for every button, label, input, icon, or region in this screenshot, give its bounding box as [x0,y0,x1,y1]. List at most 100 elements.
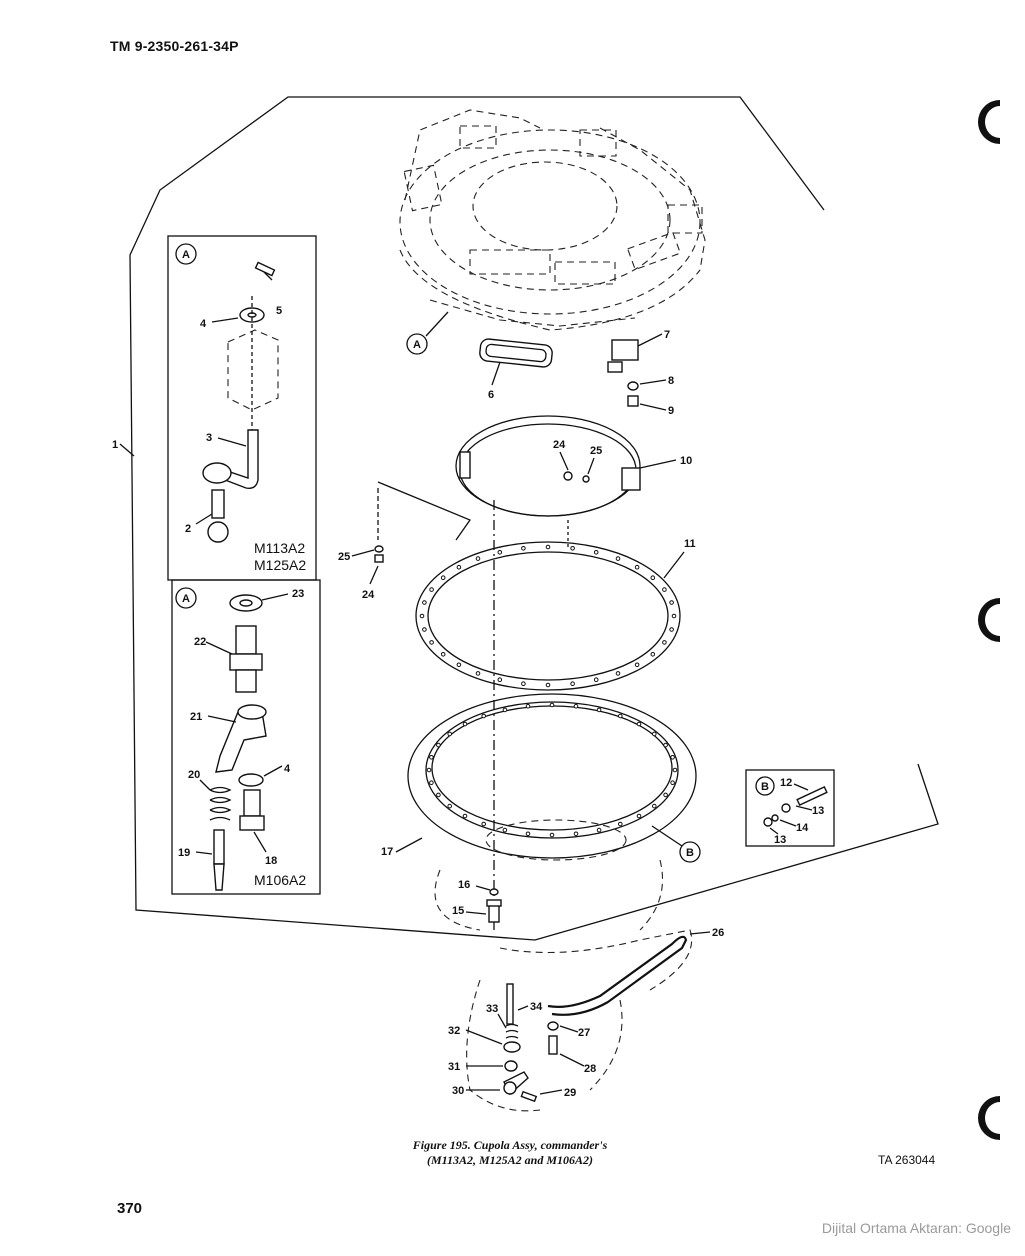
main-callout-b-letter: B [686,847,694,859]
bolt-hole [615,556,621,561]
label-32: 32 [448,1025,460,1037]
bolt-hole [662,587,667,592]
bolt-hole [615,671,621,676]
bolt-hole [429,780,434,786]
label-34: 34 [530,1001,543,1013]
bolt-hole [422,600,427,605]
detail-b-callout-circle [755,776,775,796]
inset-a-bottom-model: M106A2 [254,872,306,888]
label-6: 6 [488,389,494,401]
inset-a-bottom-callout-circle [175,587,197,609]
main-callout-a-circle [406,333,428,355]
inset-a-top-model-2: M125A2 [254,557,306,573]
lower-handle-assembly: 26 34 33 32 27 28 31 30 29 [448,927,724,1112]
label-17: 17 [381,846,393,858]
bolt-hole [440,652,446,657]
assembly-outline [129,96,939,941]
bolt-hole [570,546,575,551]
bolt-hole [670,780,675,786]
label-2: 2 [185,523,191,535]
bolt-hole [429,640,434,645]
inset-a-top-callout-letter: A [182,249,190,261]
bolt-hole [429,755,434,760]
bolt-hole [447,803,453,809]
inset-a-bottom-callout-letter: A [182,593,190,605]
detail-b-inset: B 12 13 14 13 [745,769,835,847]
bolt-hole [497,550,503,555]
bolt-hole [525,831,531,837]
label-8: 8 [668,375,674,387]
bolt-hole [618,821,623,827]
label-5: 5 [276,305,282,317]
bolt-hole [440,575,446,581]
label-30: 30 [452,1085,464,1097]
bolt-hole [636,813,642,819]
bolt-hole [634,662,640,668]
bolt-hole [663,792,668,798]
label-1: 1 [112,439,118,451]
bolt-hole [462,813,468,819]
binder-holes [978,100,1000,1140]
label-25-left: 25 [338,551,350,563]
items-7-8-9-latch: 7 8 9 [607,329,674,417]
inset-a-m113a2-m125a2: A 5 4 3 2 M113A2 M125A2 [167,235,317,581]
label-18: 18 [265,855,277,867]
main-callout-a-letter: A [413,339,421,351]
cupola-housing [399,109,706,331]
bolt-hole [650,652,656,657]
item-11-flat-ring: 11 [415,538,696,691]
bolt-hole [456,564,462,570]
inset-a-top-callout-circle [175,243,197,265]
bolt-hole [669,600,674,605]
caption-line-1: Figure 195. Cupola Assy, commander's [412,1138,608,1152]
bolt-hole [497,677,503,683]
bolt-hole [462,721,468,727]
main-callout-b-circle [679,841,701,863]
bolt-hole [593,677,599,683]
scan-credit: Dijital Ortama Aktaran: Google [821,1220,1011,1236]
label-15: 15 [452,905,464,917]
label-24-band: 24 [553,439,566,451]
bolt-hole [663,742,668,748]
bolt-hole [573,831,579,837]
bolt-hole [634,564,640,570]
bolt-hole [422,627,427,632]
binder-hole-bottom [978,1096,1000,1140]
label-13-upper: 13 [812,805,824,817]
bolt-hole [593,550,599,555]
detail-b-callout-letter: B [761,781,769,793]
bolt-hole [545,682,551,688]
label-19: 19 [178,847,190,859]
bolt-hole [672,767,678,773]
label-24-left: 24 [362,589,375,601]
label-16: 16 [458,879,470,891]
bolt-hole [636,721,642,727]
bolt-hole [618,713,623,719]
binder-hole-middle [978,598,1000,642]
bolt-hole [436,792,441,798]
label-3: 3 [206,432,212,444]
label-20: 20 [188,769,200,781]
ta-number: TA 263044 [878,1153,936,1167]
label-9: 9 [668,405,674,417]
bolt-hole [456,662,462,668]
figure-caption: Figure 195. Cupola Assy, commander's (M1… [330,1138,690,1168]
bolt-hole [521,681,526,687]
bolt-hole [670,755,675,760]
bolt-hole [549,832,555,838]
label-27: 27 [578,1027,590,1039]
bolt-hole [521,546,526,551]
bolt-hole [481,821,487,827]
label-12: 12 [780,777,792,789]
label-10: 10 [680,455,692,467]
label-11: 11 [684,538,696,550]
page-number: 370 [117,1200,143,1217]
bolt-hole [650,575,656,581]
label-23: 23 [292,588,304,600]
bolt-hole [596,827,602,833]
inset-a-top-model-1: M113A2 [254,540,305,556]
bolt-hole [662,640,667,645]
bolt-hole [573,703,579,709]
label-31: 31 [448,1061,460,1073]
bolt-hole [502,707,508,713]
